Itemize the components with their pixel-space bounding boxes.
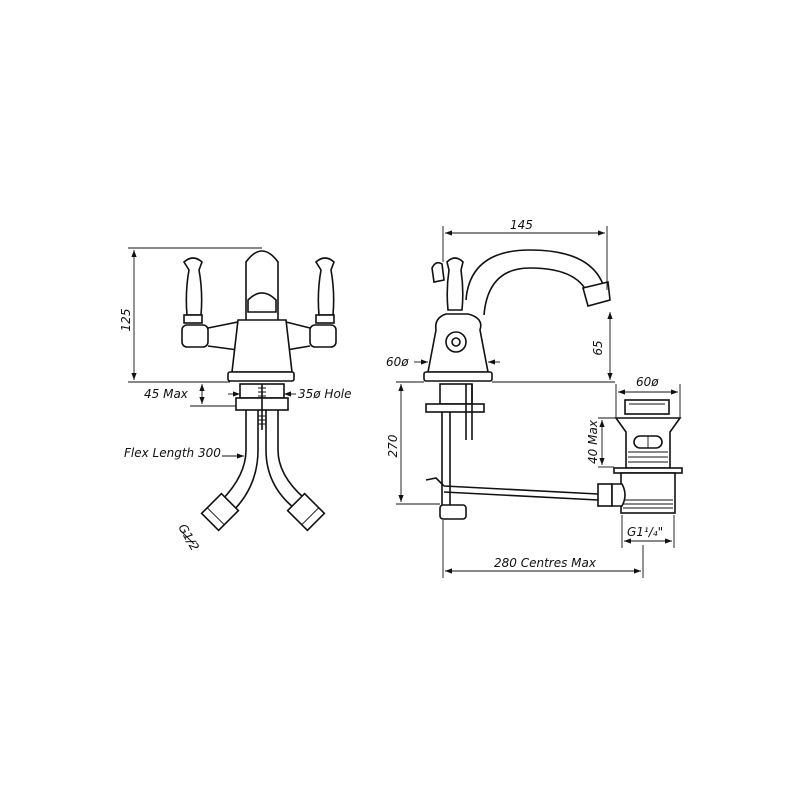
front-view-dimensions xyxy=(128,247,296,545)
flex-length-label: Flex Length 300 xyxy=(124,446,221,460)
centres-label: 280 Centres Max xyxy=(494,556,597,570)
deck-thickness-label: 45 Max xyxy=(144,387,189,401)
waste-assembly xyxy=(597,399,683,514)
side-view-dimensions xyxy=(396,226,644,578)
shank-length-label: 270 xyxy=(386,434,400,457)
waste-flange-diameter-label: 60ø xyxy=(636,375,659,389)
side-view-tap xyxy=(423,249,611,520)
hole-dim-label: 35ø Hole xyxy=(298,387,352,401)
waste-depth-label: 40 Max xyxy=(586,419,600,464)
spout-height-label: 65 xyxy=(591,340,605,355)
front-view-tap xyxy=(181,250,337,532)
waste-thread-label: G1¹/₄" xyxy=(627,525,663,539)
base-diameter-label: 60ø xyxy=(386,355,409,369)
waste-dimensions xyxy=(598,384,681,548)
height-dim-label: 125 xyxy=(119,309,133,332)
connector-thread-label: G1/2 xyxy=(175,522,201,554)
spout-reach-label: 145 xyxy=(510,218,533,232)
